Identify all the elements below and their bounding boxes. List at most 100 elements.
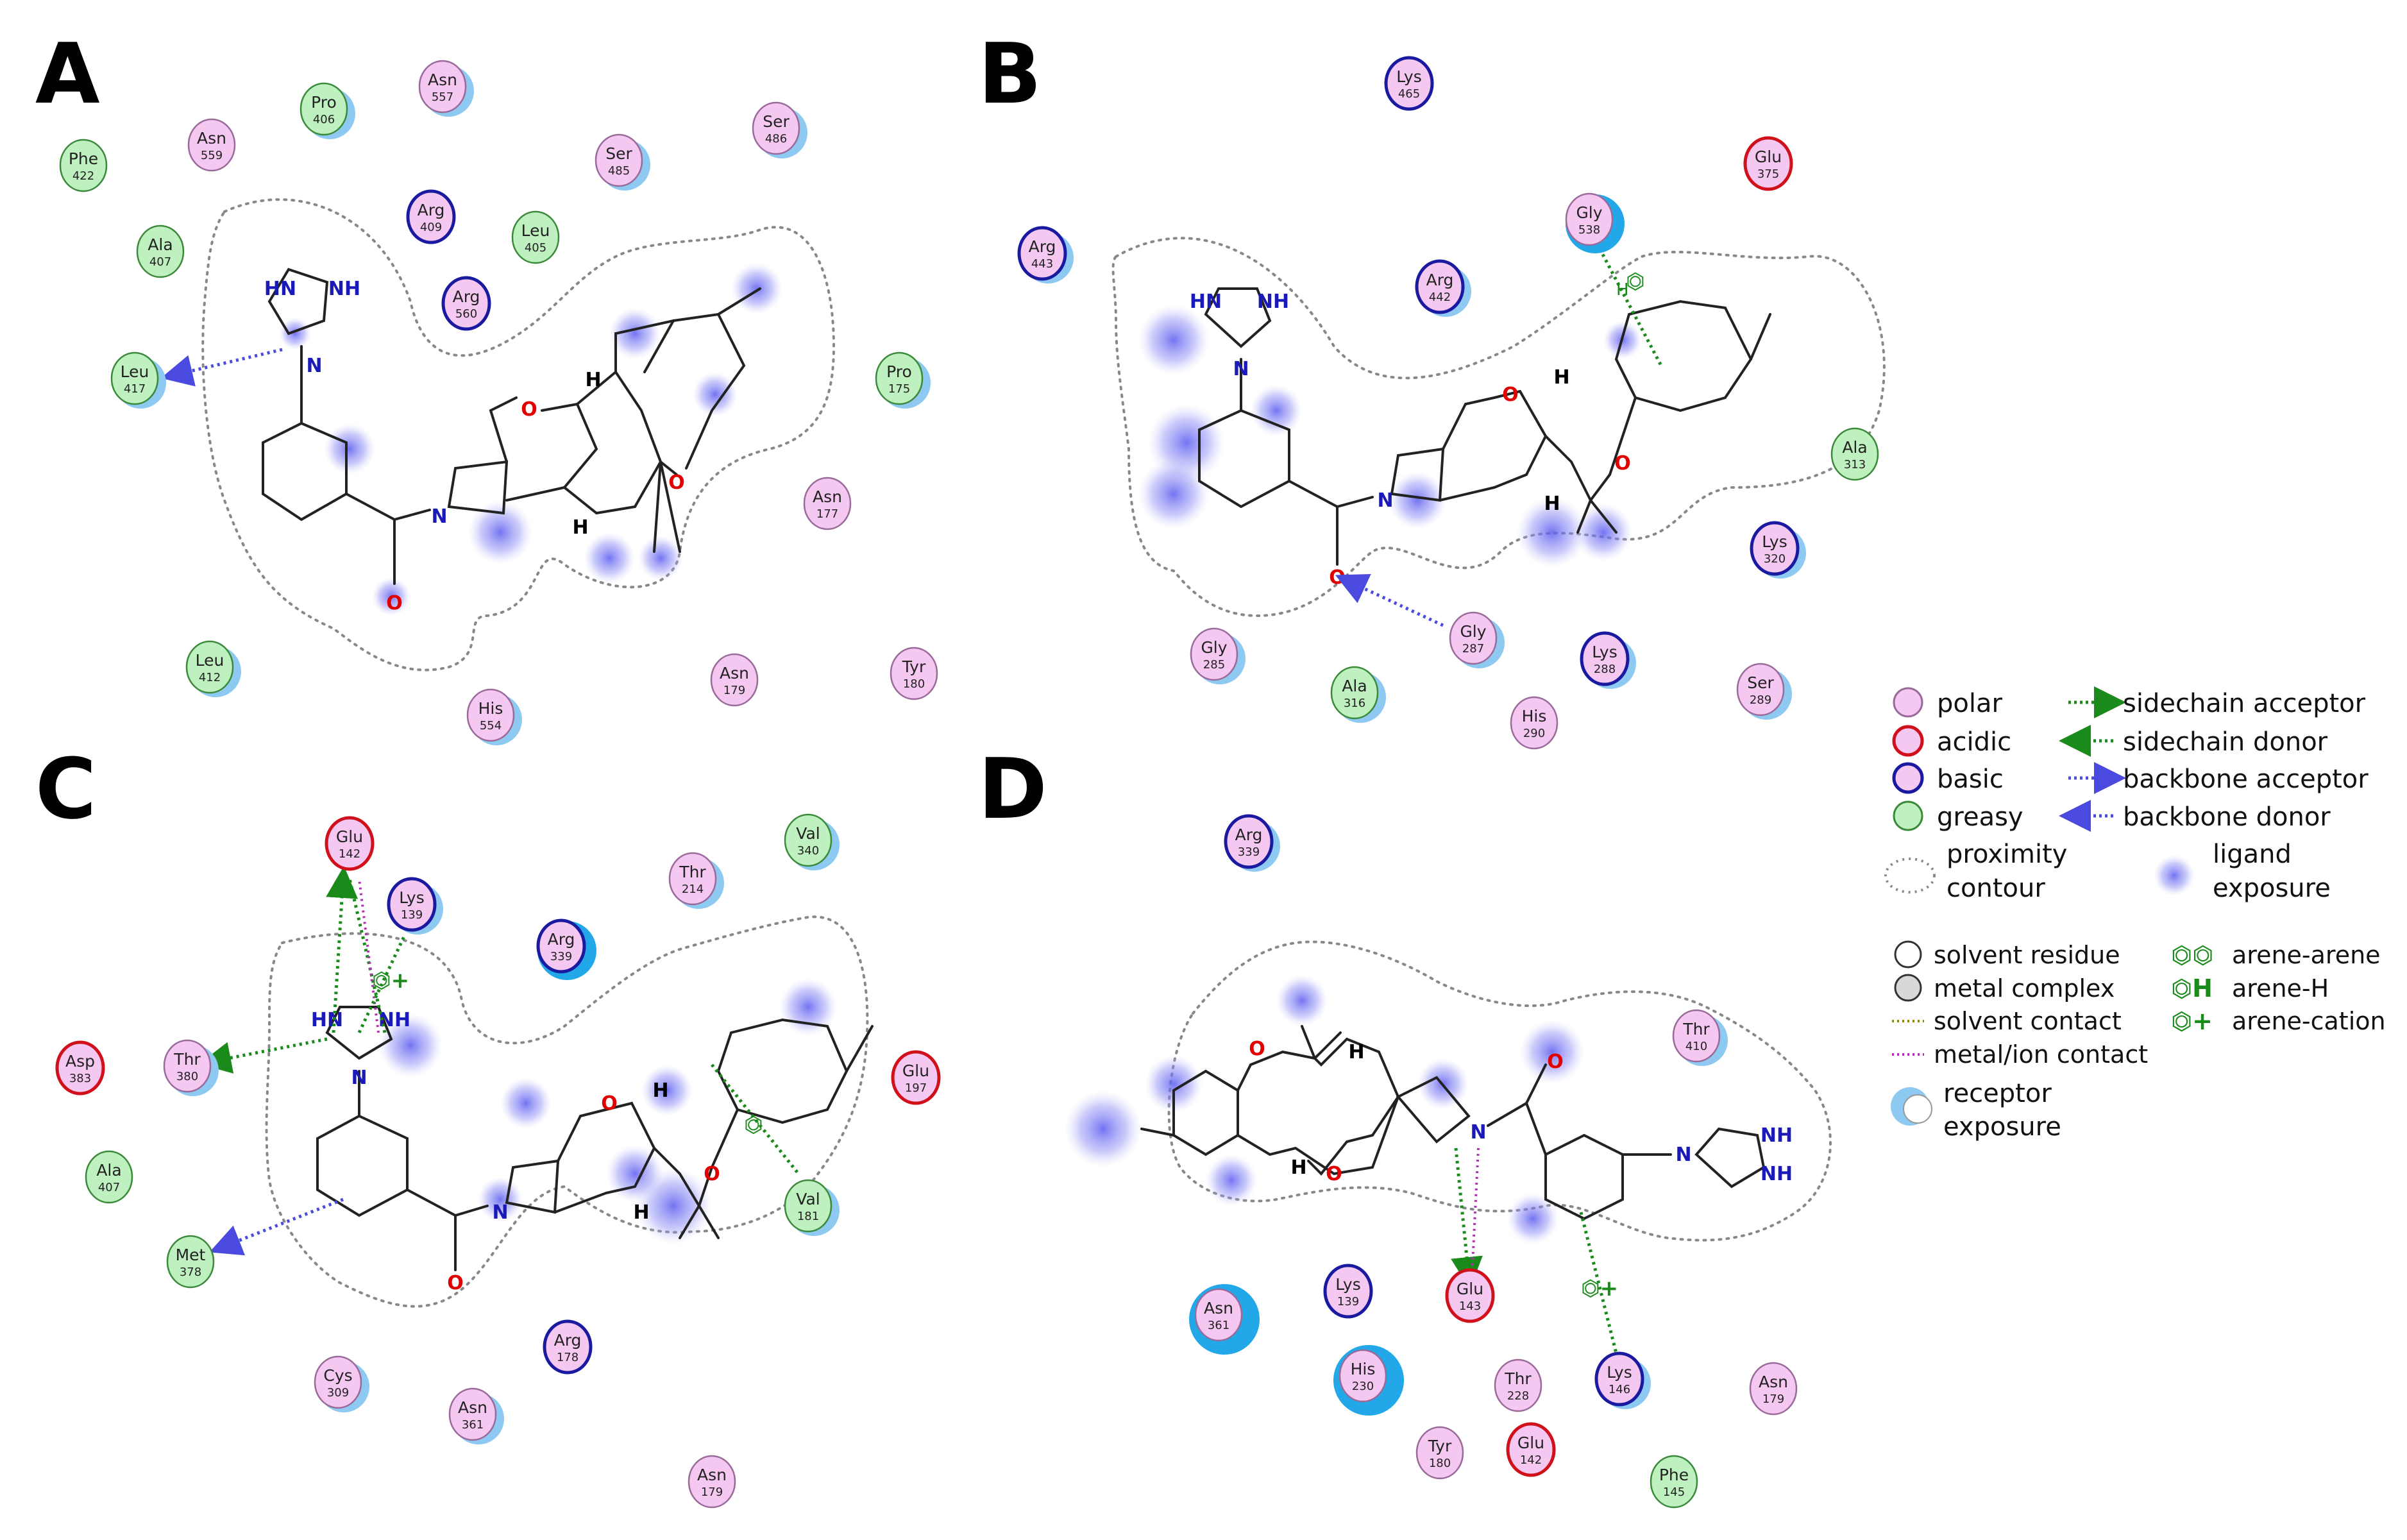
svg-text:sidechain donor: sidechain donor — [2123, 727, 2328, 757]
residue-number: 146 — [1609, 1383, 1630, 1396]
residue-name: Pro — [886, 362, 912, 381]
svg-text:H: H — [652, 1079, 668, 1102]
sidechain-acceptor-line — [326, 866, 359, 1033]
residue-disc — [668, 852, 717, 906]
svg-text:proximity: proximity — [1947, 840, 2067, 869]
svg-text:H: H — [633, 1201, 649, 1224]
residue-name: Gly — [1201, 638, 1227, 657]
residue-name: Lys — [399, 888, 424, 907]
residue-disc — [1743, 136, 1793, 191]
legend-misc: solvent residue metal complex solvent co… — [1892, 940, 2148, 1069]
svg-text:basic: basic — [1937, 765, 2004, 794]
residue-number: 145 — [1663, 1485, 1685, 1499]
residue-number: 443 — [1031, 257, 1053, 271]
residue-name: Arg — [418, 201, 445, 219]
svg-text:N: N — [1675, 1144, 1691, 1166]
svg-text:H: H — [1544, 493, 1560, 515]
residue-name: Ser — [605, 144, 632, 163]
residue-name: Glu — [1517, 1434, 1544, 1452]
svg-text:arene-H: arene-H — [2232, 974, 2329, 1003]
residue-number: 405 — [525, 241, 546, 255]
residue-name: Lys — [1396, 67, 1421, 86]
residue-disc — [387, 877, 437, 932]
residue-number: 179 — [701, 1485, 723, 1499]
sidechain-acceptor-line-2 — [199, 1037, 328, 1074]
residue-number: 180 — [903, 677, 925, 691]
svg-text:N: N — [1470, 1121, 1486, 1144]
residue-name: Ser — [1747, 673, 1774, 692]
svg-text:solvent residue: solvent residue — [1934, 941, 2120, 969]
residue-name: Asn — [1759, 1373, 1788, 1391]
residue-name: Leu — [121, 362, 149, 381]
legend-interactions: sidechain acceptor sidechain donor backb… — [2059, 686, 2369, 832]
arene-cation-icon: ⏣+ — [1581, 1276, 1618, 1301]
panel-c: HN NH N N O O O H H ⏣ ⏣+ Glu142Lys139Thr… — [55, 813, 941, 1509]
panel-label-b: B — [978, 25, 1042, 123]
residue-number: 313 — [1844, 458, 1866, 471]
residue-disc — [85, 1150, 133, 1204]
residue-name: Asp — [65, 1052, 95, 1070]
arene-cation-icon: ⏣+ — [372, 968, 409, 994]
residue-name: Thr — [679, 863, 706, 881]
residue-name: Arg — [1235, 825, 1263, 844]
residue-number: 559 — [201, 149, 223, 162]
legend-item-acidic: acidic — [1892, 725, 2011, 757]
proximity-contour — [1167, 940, 1832, 1242]
legend-item-basic: basic — [1892, 762, 2004, 794]
svg-text:H: H — [1290, 1156, 1306, 1179]
residue-name: Asn — [813, 487, 842, 506]
residue-name: Asn — [697, 1466, 727, 1484]
residue-disc — [1415, 259, 1465, 314]
svg-text:N: N — [1233, 358, 1249, 380]
basic-icon — [1892, 762, 1924, 794]
svg-text:acidic: acidic — [1937, 727, 2011, 757]
residue-number: 557 — [432, 90, 453, 104]
residue-disc — [185, 640, 234, 694]
residue-name: Leu — [521, 221, 550, 240]
svg-text:solvent contact: solvent contact — [1934, 1007, 2122, 1035]
residue-number: 485 — [608, 164, 630, 178]
residue-disc — [1224, 814, 1274, 869]
residue-name: Lys — [1335, 1275, 1360, 1294]
ligand-atoms: HN NH N N O O O H H — [1190, 291, 1631, 589]
backbone-donor-line — [209, 1197, 344, 1256]
residue-disc — [466, 688, 515, 742]
residue-number: 228 — [1507, 1389, 1529, 1403]
residue-disc — [1830, 427, 1879, 481]
residue-disc — [803, 477, 852, 530]
residue-number: 230 — [1352, 1380, 1374, 1393]
legend-item-greasy: greasy — [1893, 800, 2023, 832]
svg-text:exposure: exposure — [2213, 874, 2331, 903]
residue-number: 410 — [1685, 1040, 1707, 1053]
ligand-structure — [316, 1006, 874, 1271]
residue-number: 179 — [1762, 1392, 1784, 1406]
residue-number: 214 — [682, 883, 704, 896]
residue-number: 290 — [1523, 727, 1545, 740]
residue-disc — [1190, 627, 1238, 681]
residue-name: Val — [796, 824, 820, 843]
residue-number: 407 — [98, 1181, 120, 1194]
residue-thr-214: Thr 214 — [668, 852, 724, 909]
arene-arene-icon: ⏣⏣ — [2171, 941, 2213, 969]
residue-disc — [1323, 1264, 1373, 1319]
residue-number: 554 — [480, 719, 502, 732]
